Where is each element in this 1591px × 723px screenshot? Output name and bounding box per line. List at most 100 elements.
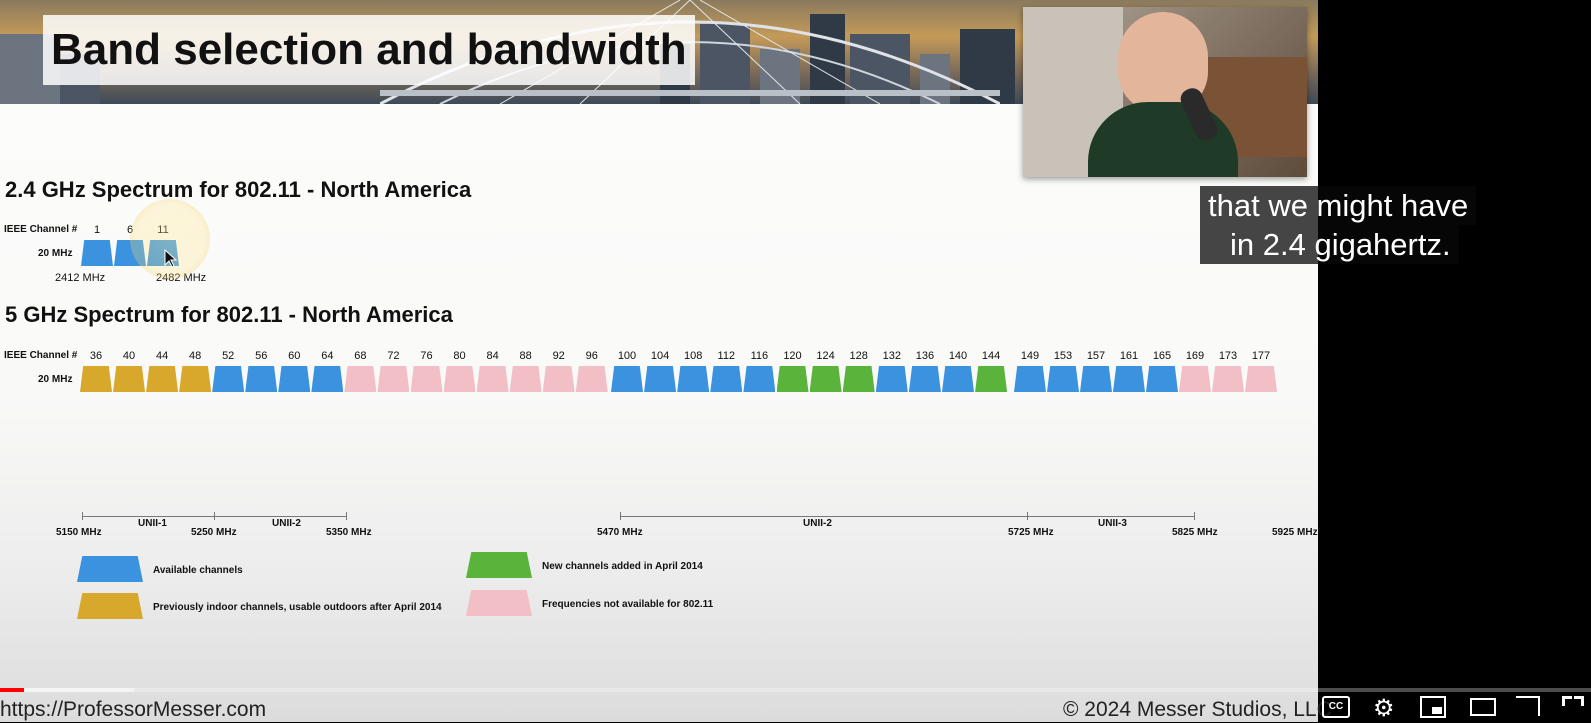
freq-5925: 5925 MHz bbox=[1272, 527, 1318, 538]
band-line-high bbox=[620, 516, 1195, 517]
band-label-unii3: UNII-3 bbox=[1098, 518, 1127, 529]
legend-swatch-available bbox=[77, 556, 143, 582]
spectrum5-channel-block bbox=[410, 366, 443, 392]
spectrum5-channel-block bbox=[1212, 366, 1244, 392]
settings-icon[interactable]: ⚙ bbox=[1373, 695, 1395, 722]
caption-overlay: that we might have in 2.4 gigahertz. bbox=[1200, 186, 1492, 264]
spectrum24-bandwidth-label: 20 MHz bbox=[38, 248, 73, 259]
freq-5250: 5250 MHz bbox=[191, 527, 237, 538]
spectrum5-channel-block bbox=[776, 366, 809, 392]
spectrum5-channel-number: 88 bbox=[519, 350, 532, 362]
spectrum24-channel-block bbox=[81, 240, 113, 266]
freq-5725: 5725 MHz bbox=[1008, 527, 1054, 538]
spectrum5-channel-block bbox=[1113, 366, 1145, 392]
spectrum5-channel-block bbox=[809, 366, 842, 392]
spectrum5-channel-number: 60 bbox=[288, 350, 301, 362]
spectrum5-channel-number: 120 bbox=[783, 350, 802, 362]
cc-icon[interactable]: CC bbox=[1322, 696, 1350, 718]
spectrum5-channel-block bbox=[1014, 366, 1046, 392]
spectrum5-channel-block bbox=[146, 366, 179, 392]
legend-available: Available channels bbox=[153, 565, 243, 576]
spectrum5-channel-number: 96 bbox=[585, 350, 598, 362]
spectrum5-channel-number: 136 bbox=[915, 350, 935, 362]
spectrum5-channel-number: 40 bbox=[122, 350, 136, 362]
spectrum5-channel-block bbox=[80, 366, 112, 392]
spectrum5-channel-number: 72 bbox=[387, 350, 400, 362]
spectrum24-freq-start: 2412 MHz bbox=[55, 272, 106, 284]
freq-5350: 5350 MHz bbox=[326, 527, 372, 538]
theater-icon[interactable] bbox=[1470, 698, 1496, 716]
spectrum5-channel-block bbox=[344, 366, 377, 392]
spectrum5-channel-block bbox=[311, 366, 344, 392]
spectrum5-channel-number: 52 bbox=[222, 350, 235, 362]
spectrum5-channel-number: 64 bbox=[321, 350, 334, 362]
spectrum5-channel-number: 112 bbox=[717, 350, 736, 362]
spectrum5-channel-number: 161 bbox=[1119, 350, 1139, 362]
spectrum5-channel-block bbox=[875, 366, 908, 392]
spectrum5-channel-block bbox=[842, 366, 875, 392]
progress-bar[interactable] bbox=[0, 688, 1591, 692]
spectrum5-channel-block bbox=[1080, 366, 1112, 392]
footer-copyright: © 2024 Messer Studios, LLC bbox=[1063, 698, 1332, 721]
spectrum5-channel-block bbox=[611, 366, 643, 392]
spectrum5-channel-block bbox=[710, 366, 743, 392]
mouse-pointer-icon bbox=[164, 249, 178, 268]
spectrum5-channel-block bbox=[1146, 366, 1178, 392]
spectrum5-channel-number: 173 bbox=[1218, 350, 1238, 362]
spectrum5-channel-block bbox=[212, 366, 245, 392]
spectrum5-channel-number: 100 bbox=[617, 350, 637, 362]
spectrum24-heading: 2.4 GHz Spectrum for 802.11 - North Amer… bbox=[5, 177, 472, 202]
spectrum5-channel-block bbox=[908, 366, 941, 392]
band-label-unii2c: UNII-2 bbox=[803, 518, 832, 529]
legend-swatch-new bbox=[466, 552, 532, 578]
legend-swatch-not-available bbox=[466, 590, 532, 616]
spectrum5-channel-block bbox=[179, 366, 212, 392]
spectrum5-channel-number: 124 bbox=[816, 350, 835, 362]
spectrum5-channel-block bbox=[443, 366, 476, 392]
spectrum5-channel-block bbox=[743, 366, 776, 392]
legend-indoor: Previously indoor channels, usable outdo… bbox=[153, 602, 442, 613]
spectrum5-channel-block bbox=[476, 366, 509, 392]
footer-url: https://ProfessorMesser.com bbox=[0, 698, 267, 721]
spectrum5-channel-number: 128 bbox=[849, 350, 868, 362]
caption-line-2: in 2.4 gigahertz. bbox=[1200, 225, 1459, 264]
spectrum24-channel-label: IEEE Channel # bbox=[4, 224, 78, 235]
spectrum5-channel-number: 165 bbox=[1152, 350, 1172, 362]
freq-5470: 5470 MHz bbox=[597, 527, 643, 538]
spectrum5-channel-number: 144 bbox=[981, 350, 1001, 362]
cursor-highlight bbox=[130, 199, 210, 279]
spectrum5-channel-number: 140 bbox=[948, 350, 968, 362]
spectrum5-channel-label: IEEE Channel # bbox=[4, 350, 78, 361]
spectrum5-channel-block bbox=[1179, 366, 1211, 392]
spectrum5-heading: 5 GHz Spectrum for 802.11 - North Americ… bbox=[5, 302, 453, 327]
spectrum24-channel-number: 1 bbox=[93, 224, 101, 236]
freq-5825: 5825 MHz bbox=[1172, 527, 1218, 538]
band-label-unii2a: UNII-2 bbox=[272, 518, 301, 529]
miniplayer-icon[interactable] bbox=[1420, 696, 1446, 718]
spectrum5-channel-number: 116 bbox=[750, 350, 769, 362]
spectrum5-channel-number: 80 bbox=[453, 350, 466, 362]
spectrum5-channel-number: 68 bbox=[354, 350, 367, 362]
spectrum5-channel-block bbox=[1047, 366, 1079, 392]
spectrum5-channel-number: 177 bbox=[1251, 350, 1271, 362]
spectrum5-channel-block bbox=[377, 366, 410, 392]
spectrum5-channel-number: 48 bbox=[189, 350, 202, 362]
spectrum5-channel-block bbox=[677, 366, 710, 392]
spectrum5-channel-number: 76 bbox=[420, 350, 433, 362]
fullscreen-icon[interactable] bbox=[1562, 696, 1584, 714]
spectrum5-channel-block bbox=[278, 366, 311, 392]
spectrum5-channel-block bbox=[542, 366, 575, 392]
video-frame[interactable]: Band selection and bandwidth 2.4 GHz Spe… bbox=[0, 0, 1318, 722]
spectrum5-channel-block bbox=[975, 366, 1008, 392]
legend-swatch-indoor bbox=[77, 593, 143, 619]
spectrum5-channel-number: 56 bbox=[255, 350, 268, 362]
presenter-webcam bbox=[1023, 7, 1307, 177]
spectrum5-channel-block bbox=[942, 366, 974, 392]
caption-line-1: that we might have bbox=[1200, 186, 1477, 225]
cast-icon[interactable] bbox=[1516, 696, 1540, 716]
progress-played bbox=[0, 688, 24, 692]
legend-not-available: Frequencies not available for 802.11 bbox=[542, 599, 714, 610]
spectrum5-channel-block bbox=[245, 366, 278, 392]
spectrum5-channel-number: 169 bbox=[1185, 350, 1205, 362]
spectrum5-bandwidth-label: 20 MHz bbox=[38, 374, 73, 385]
